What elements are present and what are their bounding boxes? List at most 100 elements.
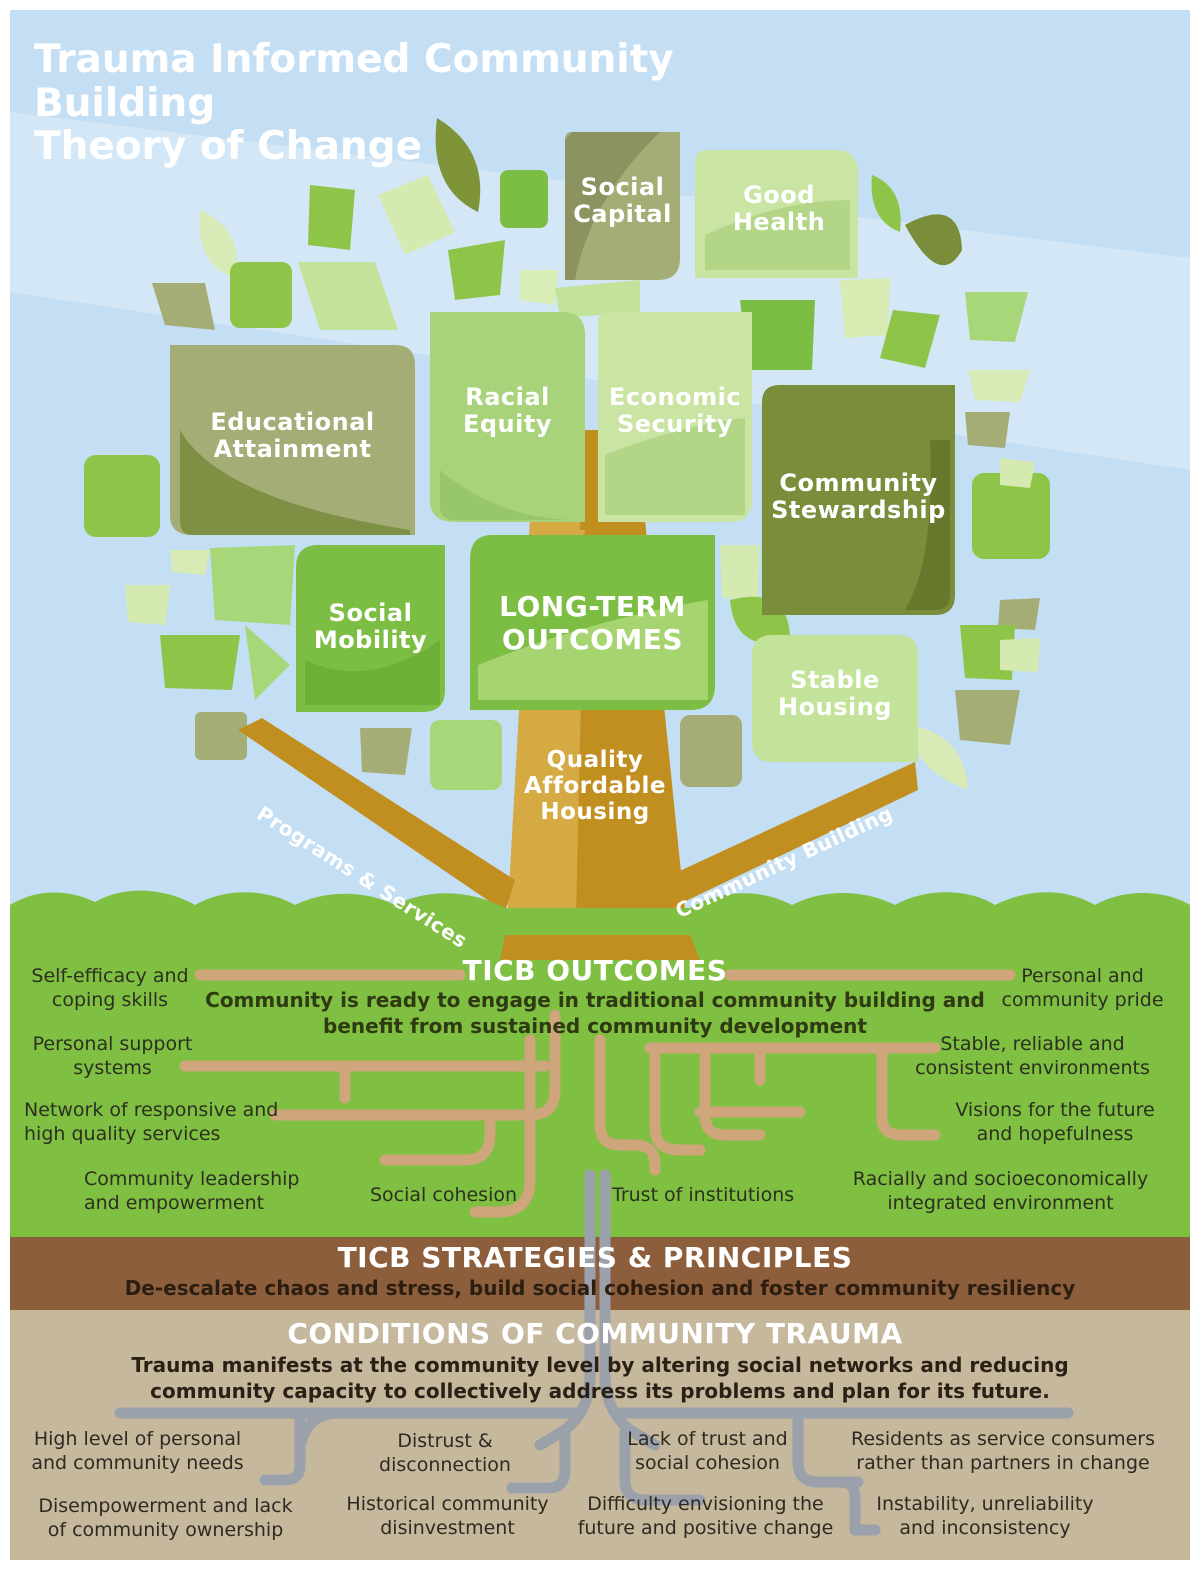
label-line: Capital bbox=[573, 199, 672, 228]
box-social-capital bbox=[565, 132, 680, 280]
condition-envisioning: Difficulty envisioning the future and po… bbox=[568, 1493, 843, 1540]
outcome-stable-environments: Stable, reliable and consistent environm… bbox=[905, 1033, 1160, 1080]
label-line: Good bbox=[743, 181, 815, 209]
item-line: Racially and socioeconomically bbox=[852, 1168, 1149, 1190]
item-line: disinvestment bbox=[380, 1516, 515, 1539]
item-line: Disempowerment and lack bbox=[38, 1495, 293, 1517]
item-line: and empowerment bbox=[84, 1191, 265, 1214]
outcome-self-efficacy: Self-efficacy and coping skills bbox=[20, 965, 200, 1012]
item-line: future and positive change bbox=[577, 1516, 834, 1539]
conditions-header: CONDITIONS OF COMMUNITY TRAUMA bbox=[287, 1317, 903, 1350]
label-line: Racial bbox=[465, 383, 550, 411]
condition-needs: High level of personal and community nee… bbox=[20, 1428, 255, 1475]
item-line: coping skills bbox=[51, 988, 169, 1011]
outcome-personal-pride: Personal and community pride bbox=[990, 965, 1175, 1012]
label-line: Mobility bbox=[313, 625, 428, 654]
label-line: Attainment bbox=[213, 434, 372, 463]
item-line: Historical community bbox=[346, 1493, 549, 1515]
roots-tan bbox=[179, 969, 1016, 1218]
subtitle-line: Community is ready to engage in traditio… bbox=[205, 988, 985, 1012]
item-line: Distrust & bbox=[397, 1430, 493, 1452]
label-line: Community bbox=[779, 469, 938, 497]
label-line: Security bbox=[616, 409, 734, 438]
item-line: community pride bbox=[1001, 988, 1164, 1011]
title-line-1: Trauma Informed Community Building bbox=[34, 37, 674, 126]
item-line: systems bbox=[73, 1056, 152, 1079]
label-line: Stable bbox=[790, 666, 880, 694]
item-line: Self-efficacy and bbox=[31, 965, 189, 987]
condition-lack-trust: Lack of trust and social cohesion bbox=[615, 1428, 800, 1475]
item-line: High level of personal bbox=[33, 1428, 242, 1450]
leaf-cluster bbox=[84, 118, 1050, 790]
box-racial-equity bbox=[430, 312, 585, 522]
item-line: and community needs bbox=[31, 1451, 244, 1474]
label-economic-security: Economic Security bbox=[598, 384, 752, 438]
branch-right bbox=[660, 762, 918, 910]
label-line: Stewardship bbox=[771, 495, 946, 524]
condition-distrust: Distrust & disconnection bbox=[365, 1430, 525, 1477]
item-line: and inconsistency bbox=[899, 1516, 1071, 1539]
strategies-header: TICB STRATEGIES & PRINCIPLES bbox=[337, 1241, 853, 1274]
label-line: Housing bbox=[540, 798, 650, 825]
condition-consumers: Residents as service consumers rather th… bbox=[838, 1428, 1168, 1475]
subtitle-line: community capacity to collectively addre… bbox=[150, 1379, 1050, 1403]
item-line: of community ownership bbox=[47, 1518, 284, 1541]
label-line: Equity bbox=[462, 409, 552, 438]
outcome-integrated-environment: Racially and socioeconomically integrate… bbox=[838, 1168, 1163, 1215]
outcome-personal-support: Personal support systems bbox=[20, 1033, 205, 1080]
outcome-trust-institutions: Trust of institutions bbox=[612, 1184, 795, 1206]
label-line: Health bbox=[732, 207, 826, 236]
label-line: Economic bbox=[608, 383, 742, 411]
outcome-visions-future: Visions for the future and hopefulness bbox=[945, 1099, 1165, 1146]
item-line: Stable, reliable and bbox=[940, 1033, 1125, 1055]
label-line: Housing bbox=[778, 692, 892, 721]
box-good-health bbox=[695, 150, 858, 278]
page-title: Trauma Informed Community Building Theor… bbox=[34, 38, 834, 169]
label-line: Social bbox=[580, 173, 665, 201]
item-line: Lack of trust and bbox=[627, 1428, 788, 1450]
condition-disinvestment: Historical community disinvestment bbox=[335, 1493, 560, 1540]
label-line: LONG-TERM bbox=[499, 590, 686, 623]
label-social-mobility: Social Mobility bbox=[296, 600, 445, 654]
conditions-subtitle: Trauma manifests at the community level … bbox=[60, 1352, 1140, 1404]
outcomes-header: TICB OUTCOMES bbox=[462, 954, 728, 987]
item-line: integrated environment bbox=[887, 1191, 1114, 1214]
label-line: OUTCOMES bbox=[501, 623, 684, 657]
label-line: Affordable bbox=[524, 772, 666, 799]
outcome-social-cohesion: Social cohesion bbox=[370, 1184, 518, 1206]
outcome-network-services: Network of responsive and high quality s… bbox=[24, 1099, 314, 1146]
item-line: Difficulty envisioning the bbox=[587, 1493, 824, 1515]
condition-disempowerment: Disempowerment and lack of community own… bbox=[28, 1495, 303, 1542]
outcome-community-leadership: Community leadership and empowerment bbox=[84, 1168, 344, 1215]
strategies-subtitle: De-escalate chaos and stress, build soci… bbox=[124, 1276, 1076, 1300]
item-line: Personal and bbox=[1021, 965, 1144, 987]
label-social-capital: Social Capital bbox=[565, 174, 680, 228]
item-line: rather than partners in change bbox=[856, 1451, 1150, 1474]
title-line-2: Theory of Change bbox=[34, 124, 423, 170]
box-economic-security bbox=[598, 312, 752, 522]
label-educational-attainment: Educational Attainment bbox=[170, 409, 415, 463]
item-line: social cohesion bbox=[635, 1451, 780, 1474]
box-long-term-outcomes bbox=[470, 535, 715, 710]
item-line: disconnection bbox=[379, 1453, 511, 1476]
condition-instability: Instability, unreliability and inconsist… bbox=[865, 1493, 1105, 1540]
label-community-stewardship: Community Stewardship bbox=[762, 470, 955, 524]
item-line: Personal support bbox=[32, 1033, 193, 1055]
box-community-stewardship bbox=[762, 385, 955, 615]
item-line: consistent environments bbox=[915, 1056, 1150, 1079]
label-stable-housing: Stable Housing bbox=[752, 667, 918, 721]
label-racial-equity: Racial Equity bbox=[430, 384, 585, 438]
label-line: Quality bbox=[546, 747, 644, 773]
label-good-health: Good Health bbox=[700, 182, 858, 236]
roots-gray bbox=[114, 1169, 1074, 1536]
item-line: and hopefulness bbox=[976, 1122, 1134, 1145]
label-long-term-outcomes: LONG-TERM OUTCOMES bbox=[470, 590, 715, 656]
outcomes-subtitle: Community is ready to engage in traditio… bbox=[180, 988, 1010, 1039]
item-line: Visions for the future bbox=[955, 1099, 1155, 1121]
item-line: Community leadership bbox=[84, 1168, 300, 1190]
item-line: Network of responsive and bbox=[24, 1099, 279, 1121]
item-line: Residents as service consumers bbox=[850, 1428, 1156, 1450]
label-line: Educational bbox=[210, 408, 375, 436]
